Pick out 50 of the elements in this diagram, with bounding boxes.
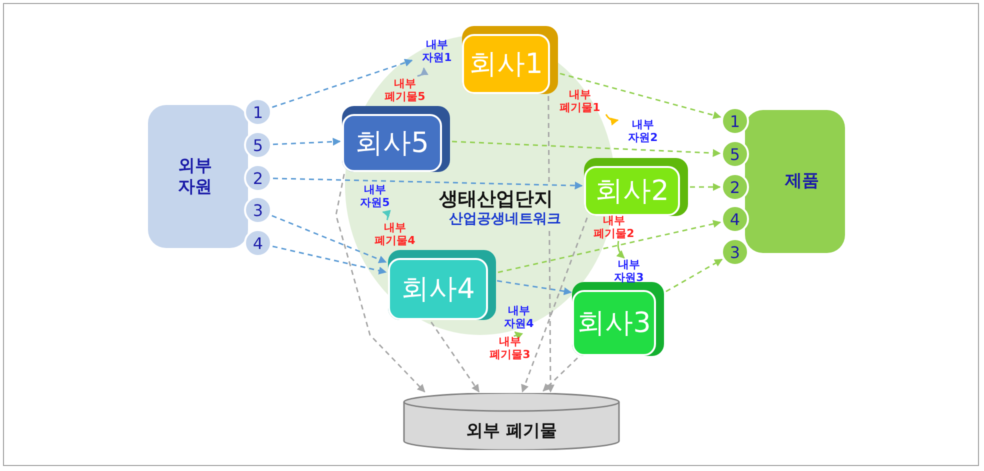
number-circle: 4 [244,229,272,257]
number-circle: 2 [244,164,272,192]
company-block: 회사5 [342,106,450,172]
arrow [452,140,721,158]
waste-label: 내부 폐기물5 [380,78,430,104]
arrow [382,210,391,220]
arrow [272,138,341,146]
arrow [417,67,428,77]
company-block: 회사2 [584,158,688,216]
group-box: 외부 자원 [148,105,248,248]
resource-label: 내부 자원1 [414,38,460,66]
resource-label: 내부 자원5 [352,184,398,210]
arrow [542,357,578,392]
arrow [496,280,572,296]
arrow [605,114,619,126]
number-circle: 5 [721,140,749,168]
number-circle: 2 [721,173,749,201]
arrow [521,217,588,393]
arrow [616,240,625,259]
arrow [272,246,387,275]
arrow [514,331,523,340]
arrow [690,183,721,191]
number-circle: 1 [244,98,272,126]
park-subtitle: 산업공생네트워크 [447,210,563,228]
company-block: 회사1 [462,26,558,94]
waste-label: 내부 폐기물4 [368,222,422,248]
resource-label: 내부 자원3 [606,260,652,284]
arrow [546,96,554,393]
arrow [560,72,722,120]
number-circle: 1 [721,107,749,135]
arrow [430,322,480,393]
arrow [272,214,387,264]
arrow [272,58,413,108]
arrow [272,178,583,190]
resource-label: 내부 자원2 [620,120,666,144]
arrow [335,174,426,392]
arrow [498,220,722,274]
group-box: 제품 [745,110,845,253]
company-block: 회사3 [572,282,664,356]
number-circle: 3 [244,196,272,224]
number-circle: 3 [721,238,749,266]
resource-label: 내부 자원4 [498,306,540,330]
arrow [666,258,723,292]
number-circle: 5 [244,131,272,159]
waste-cylinder: 외부 폐기물 [403,393,620,450]
waste-label: 내부 폐기물1 [556,90,604,114]
waste-label: 내부 폐기물3 [486,338,534,360]
waste-label: 내부 폐기물2 [590,217,638,239]
company-block: 회사4 [388,250,496,320]
number-circle: 4 [721,205,749,233]
